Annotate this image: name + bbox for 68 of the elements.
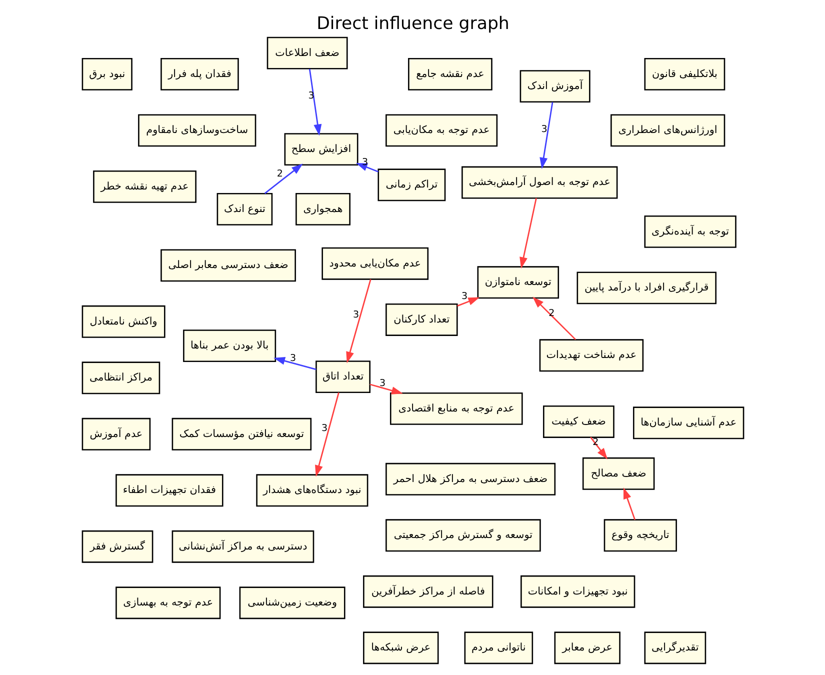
node-box: تعداد کارکنان	[385, 304, 458, 336]
arrow	[590, 436, 608, 460]
arrow	[622, 487, 636, 520]
node-box: ضعف اطلاعات	[266, 36, 348, 70]
edge-label: 3	[289, 353, 296, 364]
node-box: توجه به آینده‌نگری	[644, 215, 736, 248]
node-box: قرارگیری افراد با درآمد پایین	[576, 272, 716, 304]
node-box: گسترش فقر	[81, 530, 153, 563]
edge-label: 3	[320, 423, 328, 434]
node-box: تقدیرگرایی	[644, 632, 706, 664]
node-box: افزایش سطح	[284, 133, 358, 166]
edge-label: 3	[379, 378, 386, 390]
node-box: فاصله از مراکز خطرآفرین	[362, 575, 493, 608]
node-box: عرض شبکه‌ها	[362, 632, 438, 664]
node-box: عرض معابر	[554, 632, 620, 664]
node-box: تراکم زمانی	[377, 168, 446, 202]
arrow	[346, 279, 371, 364]
node-box: توسعه نیافتن مؤسسات کمک	[171, 418, 312, 450]
node-box: عدم توجه به اصول آرامش‌بخشی	[461, 166, 618, 199]
node-box: ضعف مصالح	[582, 457, 654, 490]
diagram-title: Direct influence graph	[316, 14, 509, 34]
node-box: آموزش اندک	[519, 70, 590, 103]
node-box: عدم نقشه جامع	[408, 58, 492, 90]
arrow	[314, 392, 339, 477]
node-box: عدم تهیه نقشه خطر	[92, 170, 196, 203]
node-box: عدم توجه به منابع اقتصادی	[389, 392, 522, 425]
node-box: فقدان پله فرار	[160, 58, 238, 90]
node-box: ناتوانی مردم	[464, 632, 533, 664]
node-box: عدم توجه به بهسازی	[115, 586, 220, 620]
arrow	[308, 68, 322, 136]
node-box: ساخت‌وسازهای نامقاوم	[138, 114, 256, 147]
edge-label: 3	[460, 291, 467, 302]
node-box: وضعیت زمین‌شناسی	[238, 586, 345, 620]
node-box: عدم آشنایی سازمان‌ها	[632, 406, 744, 440]
edge-label: 2	[276, 168, 282, 180]
node-box: دسترسی به مراکز آتش‌نشانی	[171, 530, 314, 563]
edge-label: 3	[540, 124, 547, 135]
node-box: توسعه و گسترش مراکز جمعیتی	[385, 519, 540, 552]
node-box: نبود تجهیزات و امکانات	[520, 575, 635, 608]
node-box: اورژانس‌های اضطراری	[610, 114, 725, 147]
edge-label: 3	[352, 310, 358, 321]
node-box: همجواری	[295, 192, 350, 226]
node-box: نبود برق	[81, 58, 132, 90]
edge-label: 3	[308, 90, 314, 102]
arrow	[532, 296, 576, 340]
node-box: نبود دستگاه‌های هشدار	[256, 474, 368, 507]
node-box: ضعف دسترسی معابر اصلی	[160, 249, 296, 282]
arrow	[539, 102, 553, 169]
node-box: مراکز انتظامی	[81, 362, 160, 394]
node-box: عدم آموزش	[81, 418, 150, 450]
node-box: عدم مکان‌یابی محدود	[321, 247, 428, 280]
node-box: تعداد اتاق	[315, 360, 370, 394]
node-box: واکنش نامتعادل	[81, 305, 165, 338]
node-box: توسعه نامتوازن	[476, 266, 559, 299]
arrow	[519, 198, 536, 269]
node-box: تاریخچه وقوع	[603, 519, 676, 552]
node-box: عدم توجه به مکان‌یابی	[385, 114, 498, 147]
node-box: بلاتکلیفی قانون	[644, 58, 725, 90]
node-box: ضعف کیفیت	[542, 406, 614, 438]
node-box: ضعف دسترسی به مراکز هلال احمر	[385, 462, 556, 496]
arrow	[264, 164, 302, 194]
arrow	[456, 297, 480, 307]
node-box: تنوع اندک	[216, 192, 272, 226]
node-box: عدم شناخت تهدیدات	[538, 339, 644, 372]
node-box: بالا بودن عمر بناها	[182, 330, 276, 362]
node-box: فقدان تجهیزات اطفاء	[115, 474, 223, 507]
arrow	[273, 357, 316, 370]
arrow	[369, 384, 402, 394]
